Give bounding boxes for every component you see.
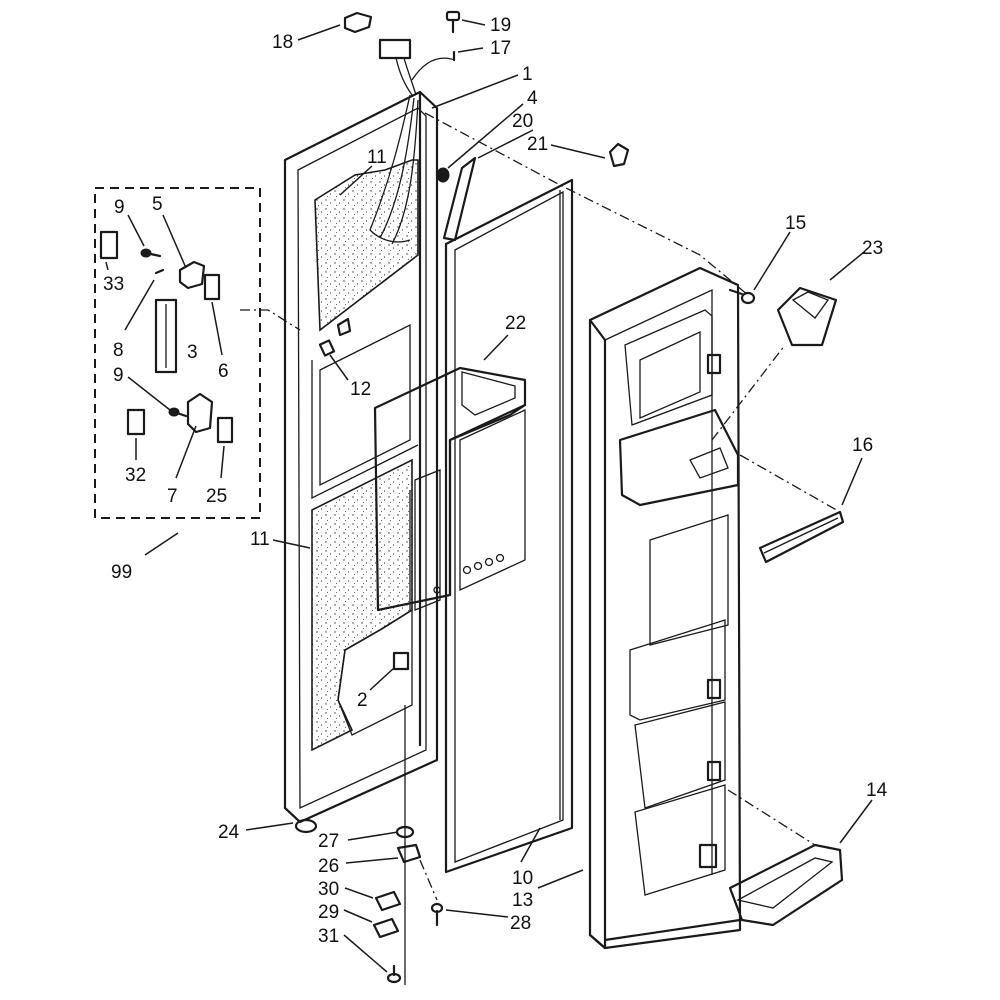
callout-16: 16 <box>852 435 873 456</box>
callout-27: 27 <box>318 831 339 852</box>
screw-15 <box>728 288 756 305</box>
hinge-kit-parts <box>99 230 234 444</box>
callout-22: 22 <box>505 313 526 334</box>
end-cap <box>343 11 373 34</box>
callout-29: 29 <box>318 902 339 923</box>
callout-14: 14 <box>866 780 888 801</box>
screw <box>445 10 461 34</box>
callout-33: 33 <box>103 274 124 295</box>
trim-strip <box>758 510 845 564</box>
callout-5: 5 <box>152 194 163 215</box>
callout-10: 10 <box>512 868 533 889</box>
callout-18: 18 <box>272 32 293 53</box>
dispenser-housing <box>373 366 527 612</box>
callout-32: 32 <box>125 465 146 486</box>
screw-31 <box>386 964 402 984</box>
door-gasket <box>444 178 574 874</box>
door-bin <box>728 843 844 927</box>
callout-11-lower: 11 <box>250 529 270 550</box>
door-outer-liner <box>588 266 742 950</box>
small-cap <box>608 142 630 168</box>
washer <box>294 818 318 834</box>
callout-25: 25 <box>206 486 227 507</box>
callout-23: 23 <box>862 238 883 259</box>
callout-28: 28 <box>510 913 531 934</box>
callout-9-upper: 9 <box>114 197 125 218</box>
callout-labels: 18 19 17 1 4 20 21 11 9 5 33 8 3 6 9 32 … <box>103 15 888 947</box>
callout-24: 24 <box>218 822 240 843</box>
callout-6: 6 <box>218 361 229 382</box>
callout-26: 26 <box>318 856 339 877</box>
callout-17: 17 <box>490 38 511 59</box>
callout-99: 99 <box>111 562 132 583</box>
screw-28 <box>430 902 444 927</box>
callout-2: 2 <box>357 690 368 711</box>
callout-13: 13 <box>512 890 533 911</box>
plug <box>436 167 450 183</box>
wire-connector <box>378 38 456 96</box>
hinge-kit-box <box>94 187 261 519</box>
callout-1: 1 <box>522 64 533 85</box>
shim-30 <box>374 890 402 912</box>
callout-15: 15 <box>785 213 806 234</box>
door-inner-panel <box>283 90 439 824</box>
hinge-bracket <box>392 651 410 671</box>
callout-21: 21 <box>527 134 548 155</box>
callout-30: 30 <box>318 879 339 900</box>
callout-9-lower: 9 <box>113 365 124 386</box>
shim-29 <box>372 917 400 939</box>
ice-chute <box>776 286 838 347</box>
callout-7: 7 <box>167 486 178 507</box>
callout-19: 19 <box>490 15 511 36</box>
callout-12: 12 <box>350 379 371 400</box>
tube <box>442 156 477 242</box>
callout-3: 3 <box>187 342 198 363</box>
callout-20: 20 <box>512 111 533 132</box>
callout-4: 4 <box>527 88 538 109</box>
leader-lines <box>105 19 873 973</box>
callout-11-upper: 11 <box>367 147 387 168</box>
hinge-pin <box>396 843 422 864</box>
callout-8: 8 <box>113 340 124 361</box>
callout-31: 31 <box>318 926 339 947</box>
